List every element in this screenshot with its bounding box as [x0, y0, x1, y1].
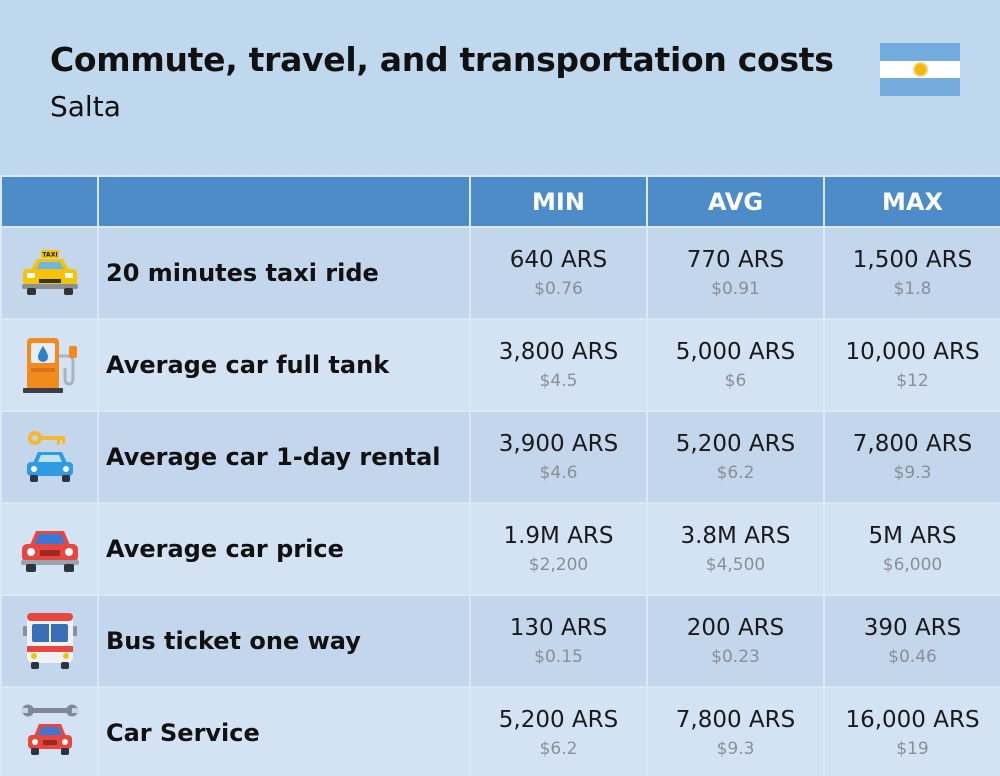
table-row: Car Service 5,200 ARS $6.2 7,800 ARS $9.… — [0, 686, 1000, 776]
wrench-car-icon — [2, 702, 97, 764]
min-value: 1.9M ARS $2,200 — [469, 502, 648, 596]
avg-value: 7,800 ARS $9.3 — [646, 686, 825, 776]
header-icon-column — [0, 175, 99, 228]
max-usd: $1.8 — [893, 279, 932, 299]
min-ars: 1.9M ARS — [503, 523, 614, 549]
avg-usd: $6.2 — [716, 463, 755, 483]
page-title: Commute, travel, and transportation cost… — [50, 40, 834, 79]
max-ars: 16,000 ARS — [845, 707, 980, 733]
page-subtitle: Salta — [50, 90, 121, 123]
cost-table: MIN AVG MAX TAXI — [0, 175, 1000, 776]
max-usd: $9.3 — [893, 463, 932, 483]
avg-value: 770 ARS $0.91 — [646, 226, 825, 320]
avg-value: 5,200 ARS $6.2 — [646, 410, 825, 504]
max-value: 16,000 ARS $19 — [823, 686, 1000, 776]
min-value: 130 ARS $0.15 — [469, 594, 648, 688]
min-usd: $4.5 — [539, 371, 578, 391]
min-value: 3,800 ARS $4.5 — [469, 318, 648, 412]
header-avg: AVG — [646, 175, 825, 228]
avg-usd: $4,500 — [705, 555, 766, 575]
avg-value: 5,000 ARS $6 — [646, 318, 825, 412]
max-value: 390 ARS $0.46 — [823, 594, 1000, 688]
min-usd: $6.2 — [539, 739, 578, 759]
max-usd: $6,000 — [882, 555, 943, 575]
max-usd: $0.46 — [888, 647, 937, 667]
row-label: 20 minutes taxi ride — [97, 226, 471, 320]
max-value: 5M ARS $6,000 — [823, 502, 1000, 596]
avg-usd: $0.91 — [711, 279, 760, 299]
min-value: 3,900 ARS $4.6 — [469, 410, 648, 504]
avg-ars: 3.8M ARS — [680, 523, 791, 549]
row-label: Average car price — [97, 502, 471, 596]
min-ars: 5,200 ARS — [498, 707, 619, 733]
max-value: 10,000 ARS $12 — [823, 318, 1000, 412]
table-row: TAXI 20 minutes taxi ride 640 ARS — [0, 226, 1000, 320]
min-usd: $2,200 — [528, 555, 589, 575]
min-value: 640 ARS $0.76 — [469, 226, 648, 320]
max-ars: 5M ARS — [868, 523, 957, 549]
avg-ars: 7,800 ARS — [675, 707, 796, 733]
min-ars: 130 ARS — [509, 615, 608, 641]
row-label: Average car full tank — [97, 318, 471, 412]
max-value: 1,500 ARS $1.8 — [823, 226, 1000, 320]
header-max: MAX — [823, 175, 1000, 228]
header: Commute, travel, and transportation cost… — [0, 0, 1000, 174]
avg-value: 200 ARS $0.23 — [646, 594, 825, 688]
car-icon — [2, 523, 97, 575]
row-label: Average car 1-day rental — [97, 410, 471, 504]
avg-ars: 770 ARS — [686, 247, 785, 273]
max-ars: 7,800 ARS — [852, 431, 973, 457]
max-ars: 10,000 ARS — [845, 339, 980, 365]
table-row: Average car price 1.9M ARS $2,200 3.8M A… — [0, 502, 1000, 596]
fuel-pump-icon — [2, 334, 97, 396]
min-usd: $0.76 — [534, 279, 583, 299]
min-ars: 640 ARS — [509, 247, 608, 273]
table-row: Bus ticket one way 130 ARS $0.15 200 ARS… — [0, 594, 1000, 688]
min-ars: 3,900 ARS — [498, 431, 619, 457]
avg-usd: $0.23 — [711, 647, 760, 667]
avg-ars: 200 ARS — [686, 615, 785, 641]
header-label-column — [97, 175, 471, 228]
avg-value: 3.8M ARS $4,500 — [646, 502, 825, 596]
row-label: Car Service — [97, 686, 471, 776]
max-usd: $12 — [896, 371, 929, 391]
header-min: MIN — [469, 175, 648, 228]
car-rental-key-icon — [2, 428, 97, 486]
min-usd: $4.6 — [539, 463, 578, 483]
avg-usd: $9.3 — [716, 739, 755, 759]
taxi-icon: TAXI — [2, 248, 97, 298]
bus-icon — [2, 610, 97, 672]
avg-ars: 5,000 ARS — [675, 339, 796, 365]
max-usd: $19 — [896, 739, 929, 759]
svg-text:TAXI: TAXI — [42, 252, 57, 259]
table-row: Average car 1-day rental 3,900 ARS $4.6 … — [0, 410, 1000, 504]
max-value: 7,800 ARS $9.3 — [823, 410, 1000, 504]
max-ars: 390 ARS — [863, 615, 962, 641]
table-header-row: MIN AVG MAX — [0, 175, 1000, 228]
avg-ars: 5,200 ARS — [675, 431, 796, 457]
table-row: Average car full tank 3,800 ARS $4.5 5,0… — [0, 318, 1000, 412]
argentina-flag-icon — [880, 43, 960, 96]
row-label: Bus ticket one way — [97, 594, 471, 688]
min-usd: $0.15 — [534, 647, 583, 667]
min-value: 5,200 ARS $6.2 — [469, 686, 648, 776]
max-ars: 1,500 ARS — [852, 247, 973, 273]
avg-usd: $6 — [724, 371, 747, 391]
min-ars: 3,800 ARS — [498, 339, 619, 365]
